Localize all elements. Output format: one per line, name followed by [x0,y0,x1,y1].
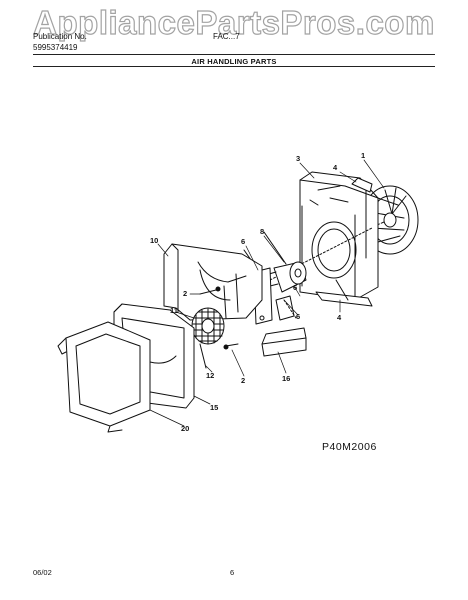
bracket-part-4-lower [315,279,373,307]
callout-12: 12 [206,371,215,380]
scroll-housing-part-10 [163,243,263,321]
callout-2-lower: 2 [241,376,246,385]
callout-15: 15 [210,403,219,412]
watermark-logo: AppliancePartsPros.com [33,3,435,41]
callout-16: 16 [282,374,291,383]
blower-wheel-part-11 [191,307,225,345]
callout-6-upper: 6 [241,237,246,246]
screw-part-2-upper [199,286,221,295]
title-rule [33,66,435,67]
clip-part-12 [199,343,207,369]
callout-4-lower: 4 [337,313,342,322]
leader-lines [149,159,385,427]
bracket-part-16 [261,327,307,357]
callout-11: 11 [170,306,178,315]
callout-2-upper: 2 [183,289,188,298]
shroud-part-3 [299,171,379,301]
callout-1: 1 [361,151,366,160]
callout-6-middle: 6 [296,312,301,321]
publication-number: 5995374419 [33,43,78,52]
motor-mount-part-6-lower [275,295,297,321]
section-title: AIR HANDLING PARTS [191,57,277,66]
callout-10: 10 [150,236,159,245]
grille-part-20 [57,321,151,433]
footer-date: 06/02 [33,568,52,577]
bracket-part-4-upper [351,177,373,193]
screw-part-2-lower [223,343,239,350]
callout-3: 3 [296,154,301,163]
motor-shaft [269,227,373,281]
header-rule [33,54,435,55]
callout-8: 8 [260,227,265,236]
model-number: FAC...7 [213,32,240,41]
page-number: 6 [230,568,235,577]
callout-20: 20 [181,424,190,433]
publication-label: Publication No. [33,32,87,41]
figure-id: P40M2006 [322,441,377,453]
callout-4-upper: 4 [333,163,338,172]
callout-6-lower: 6 [293,283,298,292]
